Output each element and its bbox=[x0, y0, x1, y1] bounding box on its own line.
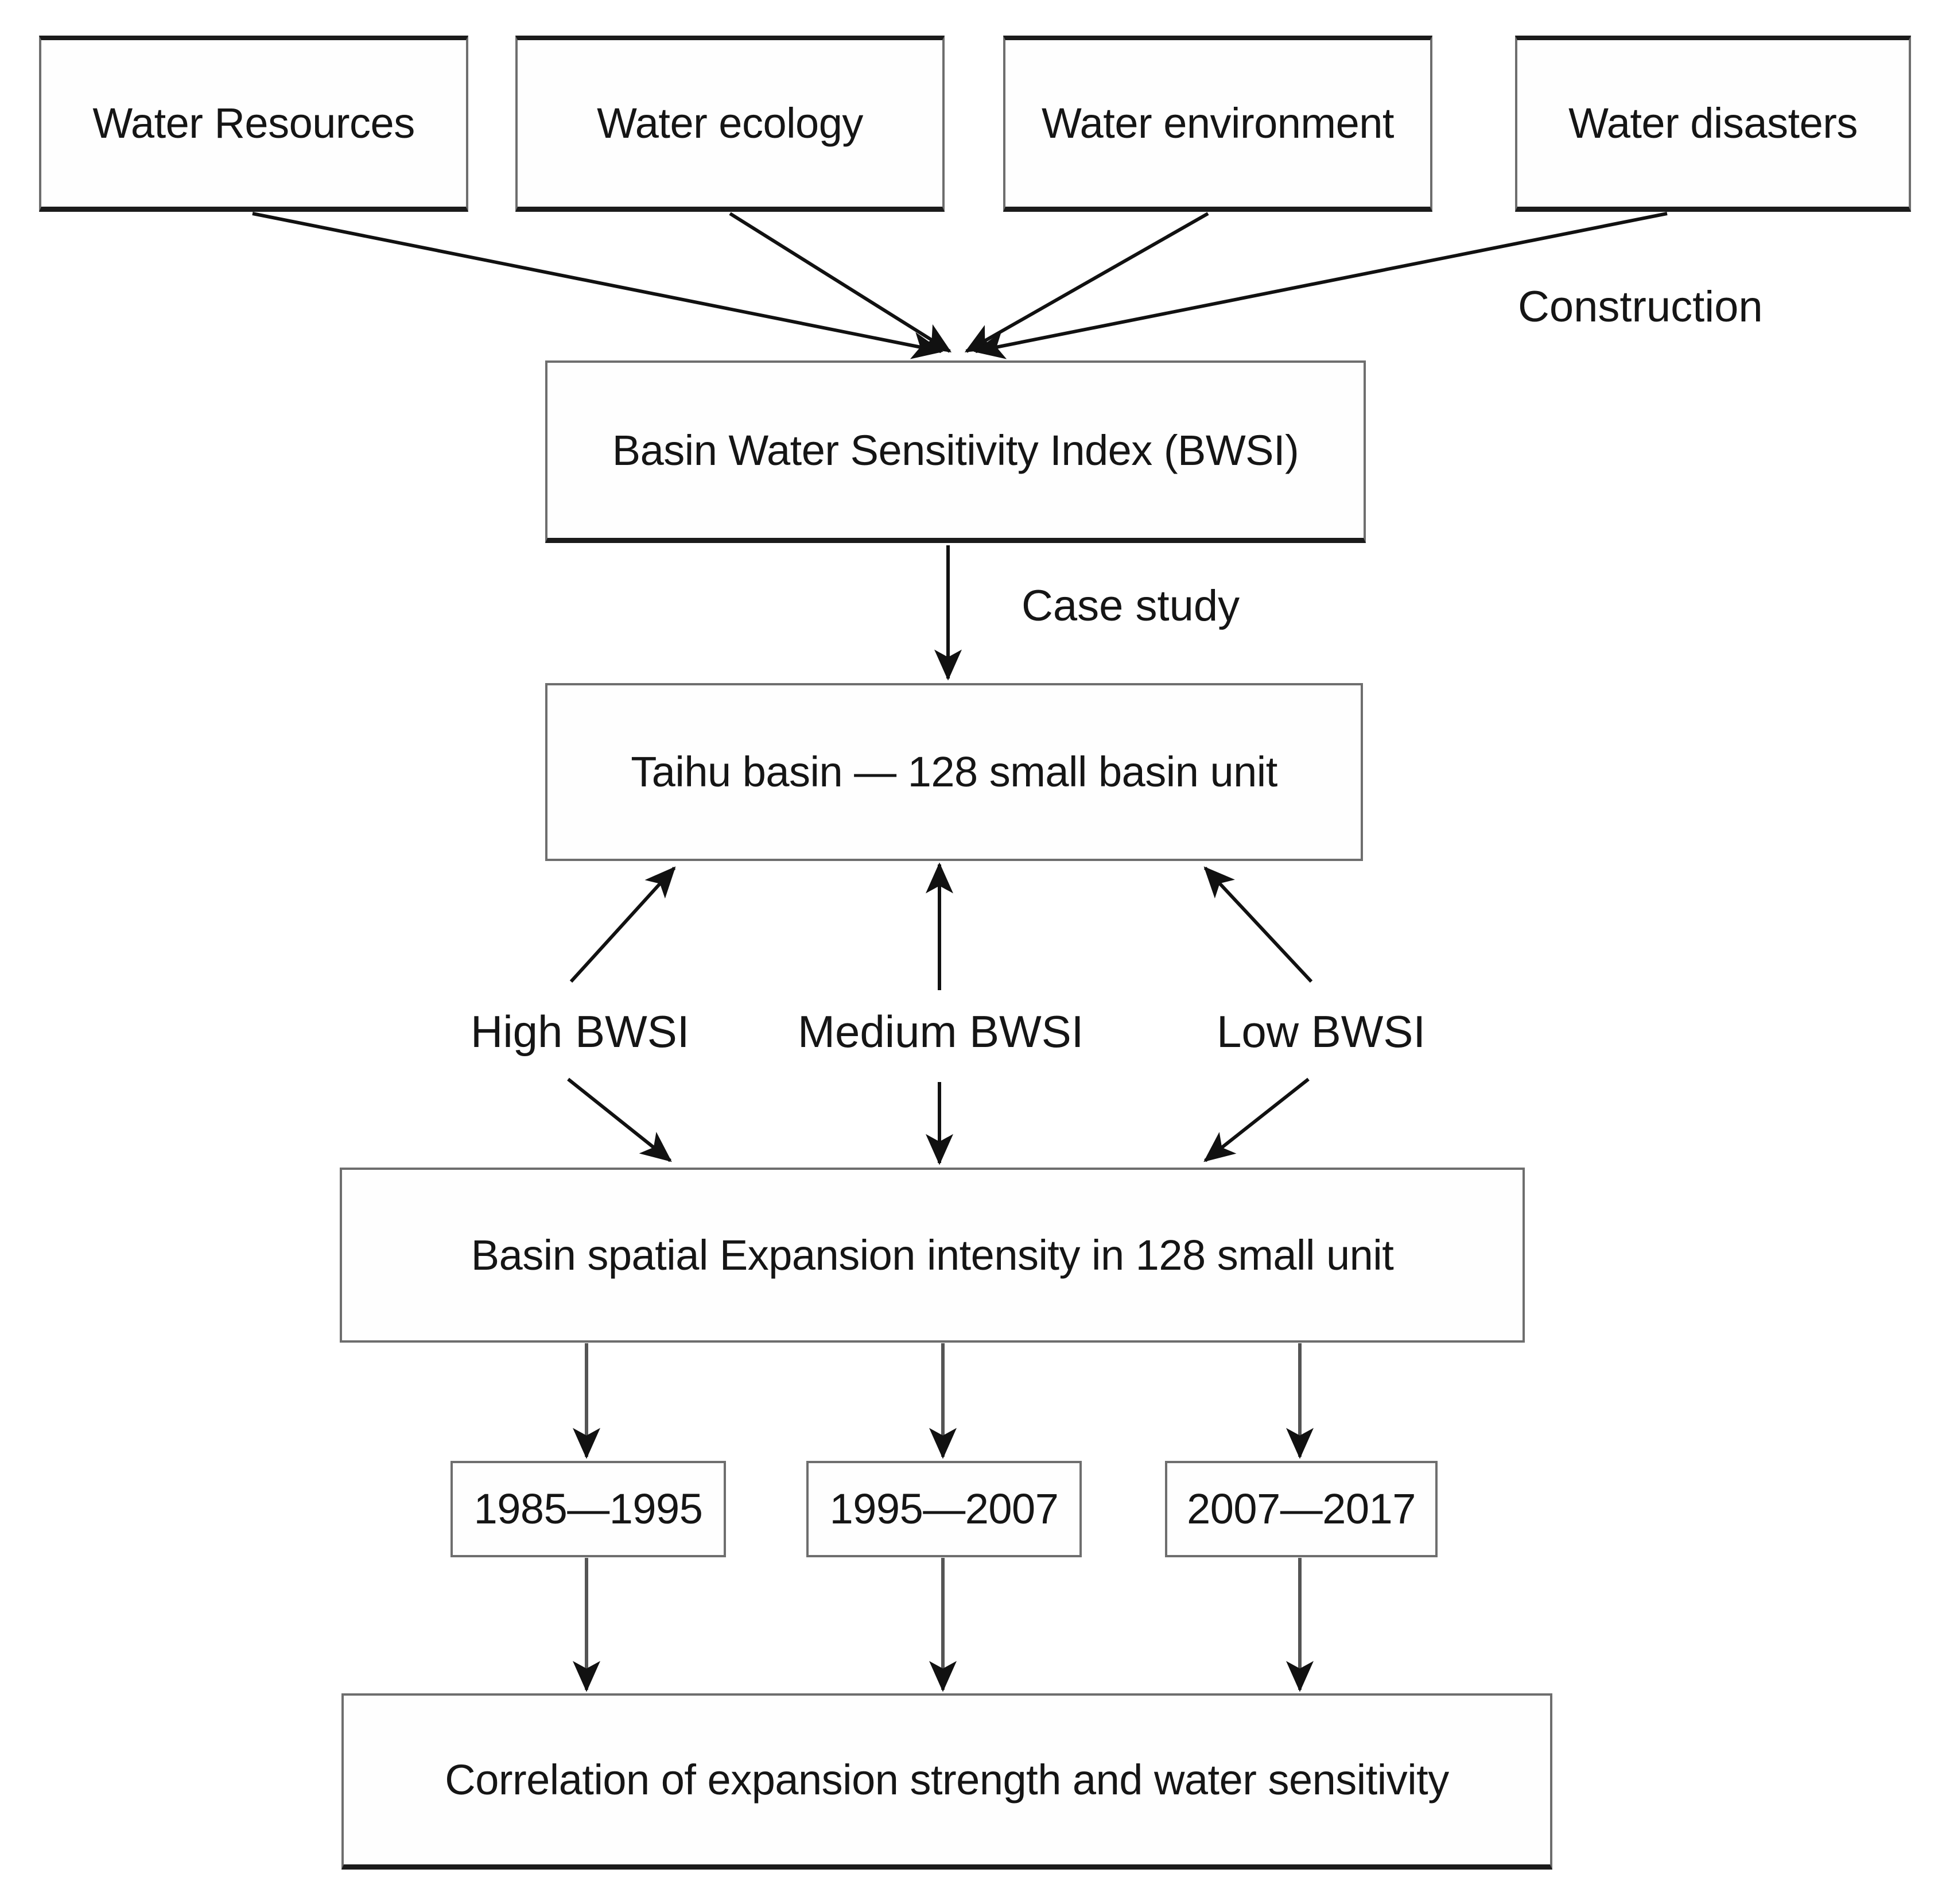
node-water-resources[interactable]: Water Resources bbox=[39, 36, 468, 212]
node-taihu-basin[interactable]: Taihu basin — 128 small basin unit bbox=[545, 683, 1363, 861]
label-medium-bwsi: Medium BWSI bbox=[798, 1006, 1084, 1057]
node-bwsi-index[interactable]: Basin Water Sensitivity Index (BWSI) bbox=[545, 360, 1366, 543]
node-label: 1995—2007 bbox=[829, 1485, 1059, 1533]
node-water-environment[interactable]: Water environment bbox=[1003, 36, 1432, 212]
label-low-bwsi: Low BWSI bbox=[1217, 1006, 1426, 1057]
arrow-level-up-to-case bbox=[569, 862, 1313, 990]
node-period-1985-1995[interactable]: 1985—1995 bbox=[450, 1461, 726, 1557]
node-expansion-intensity[interactable]: Basin spatial Expansion intensity in 128… bbox=[340, 1168, 1525, 1343]
node-label: Water ecology bbox=[597, 99, 863, 147]
arrow-source-to-index bbox=[252, 212, 1668, 359]
node-label: Water Resources bbox=[92, 99, 415, 147]
node-water-disasters[interactable]: Water disasters bbox=[1515, 36, 1911, 212]
node-correlation-result[interactable]: Correlation of expansion strength and wa… bbox=[341, 1693, 1552, 1870]
node-water-ecology[interactable]: Water ecology bbox=[515, 36, 945, 212]
node-label: Basin Water Sensitivity Index (BWSI) bbox=[612, 426, 1299, 474]
node-label: Water environment bbox=[1042, 99, 1394, 147]
arrow-level-down-to-expansion bbox=[567, 1077, 1310, 1165]
node-label: Basin spatial Expansion intensity in 128… bbox=[471, 1231, 1394, 1279]
node-label: Taihu basin — 128 small basin unit bbox=[631, 748, 1277, 796]
node-period-2007-2017[interactable]: 2007—2017 bbox=[1165, 1461, 1438, 1557]
arrow-expansion-to-period bbox=[573, 1343, 1314, 1459]
node-label: 2007—2017 bbox=[1187, 1485, 1416, 1533]
edge-label-case-study: Case study bbox=[1022, 581, 1240, 630]
node-label: Water disasters bbox=[1568, 99, 1858, 147]
edge-label-construction: Construction bbox=[1518, 282, 1763, 331]
node-period-1995-2007[interactable]: 1995—2007 bbox=[806, 1461, 1082, 1557]
node-label: 1985—1995 bbox=[473, 1485, 703, 1533]
arrow-period-to-result bbox=[573, 1558, 1314, 1692]
label-high-bwsi: High BWSI bbox=[471, 1006, 690, 1057]
node-label: Correlation of expansion strength and wa… bbox=[445, 1756, 1449, 1804]
